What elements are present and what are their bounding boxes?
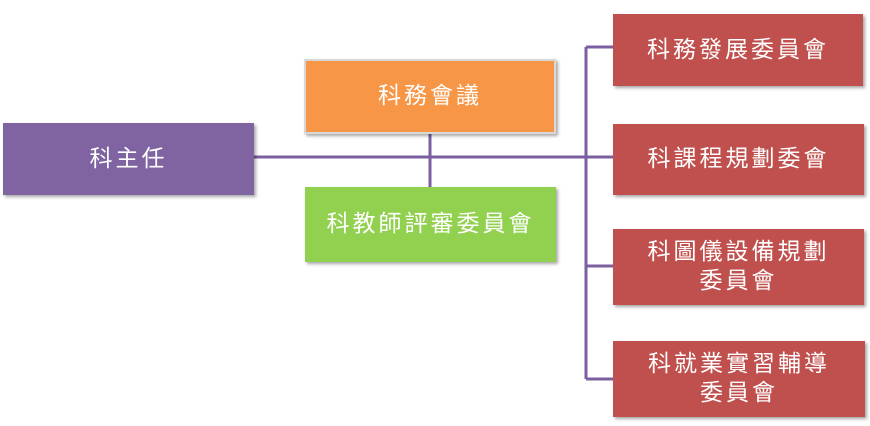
committee-box-curriculum: 科課程規劃委會 xyxy=(613,124,864,195)
committee-box-equipment: 科圖儀設備規劃 委員會 xyxy=(613,229,864,305)
committee-label: 科課程規劃委會 xyxy=(647,146,830,173)
committee-box-internship: 科就業實習輔導 委員會 xyxy=(613,341,865,417)
committee-label-line2: 委員會 xyxy=(700,380,778,406)
director-label: 科主任 xyxy=(89,145,168,172)
review-committee-label: 科教師評審委員會 xyxy=(326,211,535,238)
committee-label-line1: 科圖儀設備規劃 xyxy=(647,239,830,266)
meeting-box: 科務會議 xyxy=(304,59,556,134)
committee-box-development: 科務發展委員會 xyxy=(613,14,863,86)
director-box: 科主任 xyxy=(3,123,254,195)
review-committee-box: 科教師評審委員會 xyxy=(305,187,556,262)
committee-label: 科務發展委員會 xyxy=(647,36,829,63)
committee-label-line2: 委員會 xyxy=(699,268,778,294)
meeting-label: 科務會議 xyxy=(378,83,482,110)
committee-label-line1: 科就業實習輔導 xyxy=(648,351,830,378)
